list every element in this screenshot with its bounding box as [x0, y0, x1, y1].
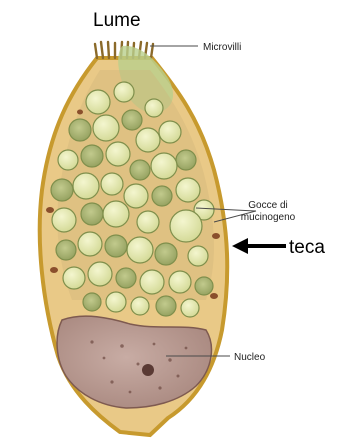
- droplet: [106, 142, 130, 166]
- droplet: [81, 203, 103, 225]
- droplet: [131, 297, 149, 315]
- droplet: [86, 90, 110, 114]
- droplet: [81, 145, 103, 167]
- label-lumen: Lume: [93, 10, 141, 31]
- label-nucleus: Nucleo: [234, 352, 266, 363]
- droplet: [122, 110, 142, 130]
- droplet: [93, 115, 119, 141]
- droplet: [169, 271, 191, 293]
- droplet: [69, 119, 91, 141]
- droplet: [137, 211, 159, 233]
- label-mucin-drops-1: Gocce di: [248, 200, 287, 211]
- droplet: [58, 150, 78, 170]
- droplet: [181, 299, 199, 317]
- droplet: [52, 208, 76, 232]
- droplet: [83, 293, 101, 311]
- theca-arrow: [232, 238, 286, 254]
- droplet: [151, 153, 177, 179]
- droplet: [176, 150, 196, 170]
- droplet: [114, 82, 134, 102]
- droplet: [188, 246, 208, 266]
- droplet: [78, 232, 102, 256]
- droplet: [88, 262, 112, 286]
- label-theca: teca: [289, 237, 325, 258]
- droplet: [130, 160, 150, 180]
- droplet: [170, 210, 202, 242]
- droplet: [140, 270, 164, 294]
- droplet: [156, 296, 176, 316]
- droplet: [56, 240, 76, 260]
- label-mucin-drops-2: mucinogeno: [241, 212, 296, 223]
- droplet: [195, 277, 213, 295]
- droplet: [63, 267, 85, 289]
- droplet: [103, 201, 129, 227]
- droplet: [136, 128, 160, 152]
- droplet: [124, 184, 148, 208]
- droplet: [101, 173, 123, 195]
- droplet: [127, 237, 153, 263]
- droplet: [106, 292, 126, 312]
- droplet: [155, 243, 177, 265]
- droplet: [73, 173, 99, 199]
- nucleolus: [142, 364, 154, 376]
- droplet: [51, 179, 73, 201]
- droplet: [176, 178, 200, 202]
- droplet: [159, 121, 181, 143]
- droplet: [105, 235, 127, 257]
- droplet: [152, 186, 172, 206]
- droplet: [116, 268, 136, 288]
- label-microvilli: Microvilli: [203, 42, 241, 53]
- droplet: [145, 99, 163, 117]
